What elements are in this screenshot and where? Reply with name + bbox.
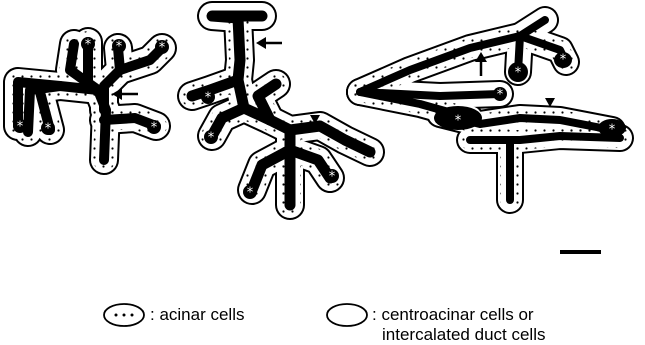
asterisk-icon: * xyxy=(455,114,462,129)
asterisk-icon: * xyxy=(85,38,92,53)
asterisk-icon: * xyxy=(151,121,158,136)
centroacinar-cells-legend-icon xyxy=(327,304,367,326)
panel-middle xyxy=(192,16,370,205)
asterisk-icon: * xyxy=(247,186,254,201)
arrow-icon xyxy=(256,37,282,49)
asterisk-icon: * xyxy=(17,120,24,135)
legend-acinar-label: : acinar cells xyxy=(150,305,244,325)
asterisk-icon: * xyxy=(329,170,336,185)
asterisk-icon: * xyxy=(560,53,567,68)
asterisk-icon: * xyxy=(45,122,52,137)
asterisk-icon: * xyxy=(497,88,504,103)
asterisk-icon: * xyxy=(159,41,166,56)
legend-centroacinar-line2: intercalated duct cells xyxy=(372,325,545,345)
legend-centroacinar-line1: : centroacinar cells or xyxy=(372,305,545,325)
asterisk-icon: * xyxy=(116,40,123,55)
asterisk-icon: * xyxy=(609,123,616,138)
acinar-cells-legend-icon xyxy=(104,304,144,326)
panel-left xyxy=(18,42,162,160)
asterisk-icon: * xyxy=(515,66,522,81)
legend-centroacinar-label: : centroacinar cells or intercalated duc… xyxy=(372,305,545,345)
asterisk-icon: * xyxy=(205,91,212,106)
asterisk-icon: * xyxy=(208,131,215,146)
panel-right xyxy=(360,20,626,200)
